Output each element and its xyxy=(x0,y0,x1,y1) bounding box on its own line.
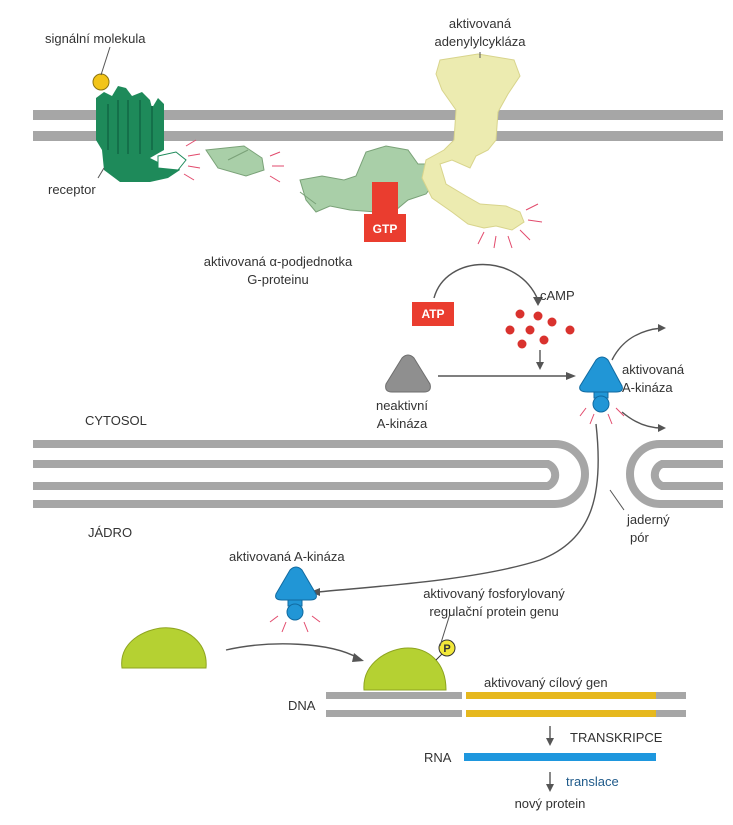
label-gtp: GTP xyxy=(373,222,398,236)
signal-molecule-pointer xyxy=(100,46,111,76)
g-alpha-subunit xyxy=(299,145,439,213)
regulatory-protein-inactive xyxy=(121,627,207,669)
phosphorylation-arrow xyxy=(225,643,359,659)
target-gene xyxy=(466,692,656,717)
label-active-kinase-1: aktivovaná xyxy=(622,362,685,377)
active-a-kinase-cytosol xyxy=(579,356,623,413)
regulatory-protein-phosphorylated xyxy=(363,647,447,691)
label-rna: RNA xyxy=(424,750,452,765)
signal-molecule xyxy=(92,73,110,91)
label-inactive-kinase-1: neaktivní xyxy=(376,398,428,413)
label-active-kinase-nucleus: aktivovaná A-kináza xyxy=(229,549,345,564)
kinase-nuclear-entry-arrow xyxy=(317,423,599,593)
label-new-protein: nový protein xyxy=(515,796,586,811)
phosphate-link xyxy=(435,653,443,661)
cyclase-activation-rays xyxy=(477,203,543,249)
inactive-a-kinase xyxy=(385,354,431,393)
label-nucleus: JÁDRO xyxy=(88,525,132,540)
cytosol-kinase-rays xyxy=(579,407,625,425)
kinase-activation-arrowhead xyxy=(566,372,576,380)
label-atp: ATP xyxy=(421,307,444,321)
phospho-protein-pointer xyxy=(439,613,451,647)
receptor xyxy=(96,86,187,182)
label-adenylyl-cyclase-2: adenylylcykláza xyxy=(434,34,526,49)
nuclear-pore-pointer xyxy=(609,489,625,511)
receptor-pointer xyxy=(97,167,105,179)
kinase-out-arrowhead-up xyxy=(658,324,666,332)
rna-strand xyxy=(464,753,656,761)
atp-to-camp-arrow xyxy=(433,263,539,301)
label-transcription: TRANSKRIPCE xyxy=(570,730,663,745)
kinase-out-arrowhead-down xyxy=(658,424,666,432)
label-phosphate: P xyxy=(443,643,450,655)
label-translation: translace xyxy=(566,774,619,789)
g-alpha-pointer xyxy=(299,191,317,205)
nuclear-envelope xyxy=(33,440,723,508)
translation-arrowhead xyxy=(546,784,554,792)
kinase-out-arrow-up xyxy=(611,327,663,361)
label-signal-molecule: signální molekula xyxy=(45,31,146,46)
dna-strands xyxy=(326,692,686,717)
gtp-box xyxy=(364,182,406,242)
label-g-alpha-2: G-proteinu xyxy=(247,272,308,287)
g-protein-subunit-free xyxy=(205,145,265,177)
label-phospho-protein-2: regulační protein genu xyxy=(429,604,558,619)
kinase-out-arrow-down xyxy=(621,411,663,429)
g-protein-rays xyxy=(269,151,284,183)
label-nuclear-pore-1: jaderný xyxy=(626,512,670,527)
label-phospho-protein-1: aktivovaný fosforylovaný xyxy=(423,586,565,601)
label-cytosol: CYTOSOL xyxy=(85,413,147,428)
phosphate-circle xyxy=(438,639,456,657)
label-target-gene: aktivovaný cílový gen xyxy=(484,675,608,690)
adenylyl-cyclase xyxy=(421,53,525,231)
plasma-membrane xyxy=(33,110,723,141)
label-nuclear-pore-2: pór xyxy=(630,530,649,545)
camp-arrowhead xyxy=(536,362,544,370)
label-dna: DNA xyxy=(288,698,316,713)
camp-molecules xyxy=(505,309,575,349)
atp-to-camp-arrowhead xyxy=(533,297,543,306)
phosphorylation-arrowhead xyxy=(352,653,364,662)
active-a-kinase-nucleus xyxy=(275,566,317,621)
label-camp: cAMP xyxy=(540,288,575,303)
label-active-kinase-2: A-kináza xyxy=(622,380,673,395)
nucleus-kinase-rays xyxy=(269,615,321,633)
label-inactive-kinase-2: A-kináza xyxy=(377,416,428,431)
atp-box xyxy=(412,302,454,326)
label-g-alpha-1: aktivovaná α-podjednotka xyxy=(204,254,353,269)
label-adenylyl-cyclase-1: aktivovaná xyxy=(449,16,512,31)
transcription-arrowhead xyxy=(546,738,554,746)
label-receptor: receptor xyxy=(48,182,96,197)
receptor-activation-rays xyxy=(183,139,201,181)
